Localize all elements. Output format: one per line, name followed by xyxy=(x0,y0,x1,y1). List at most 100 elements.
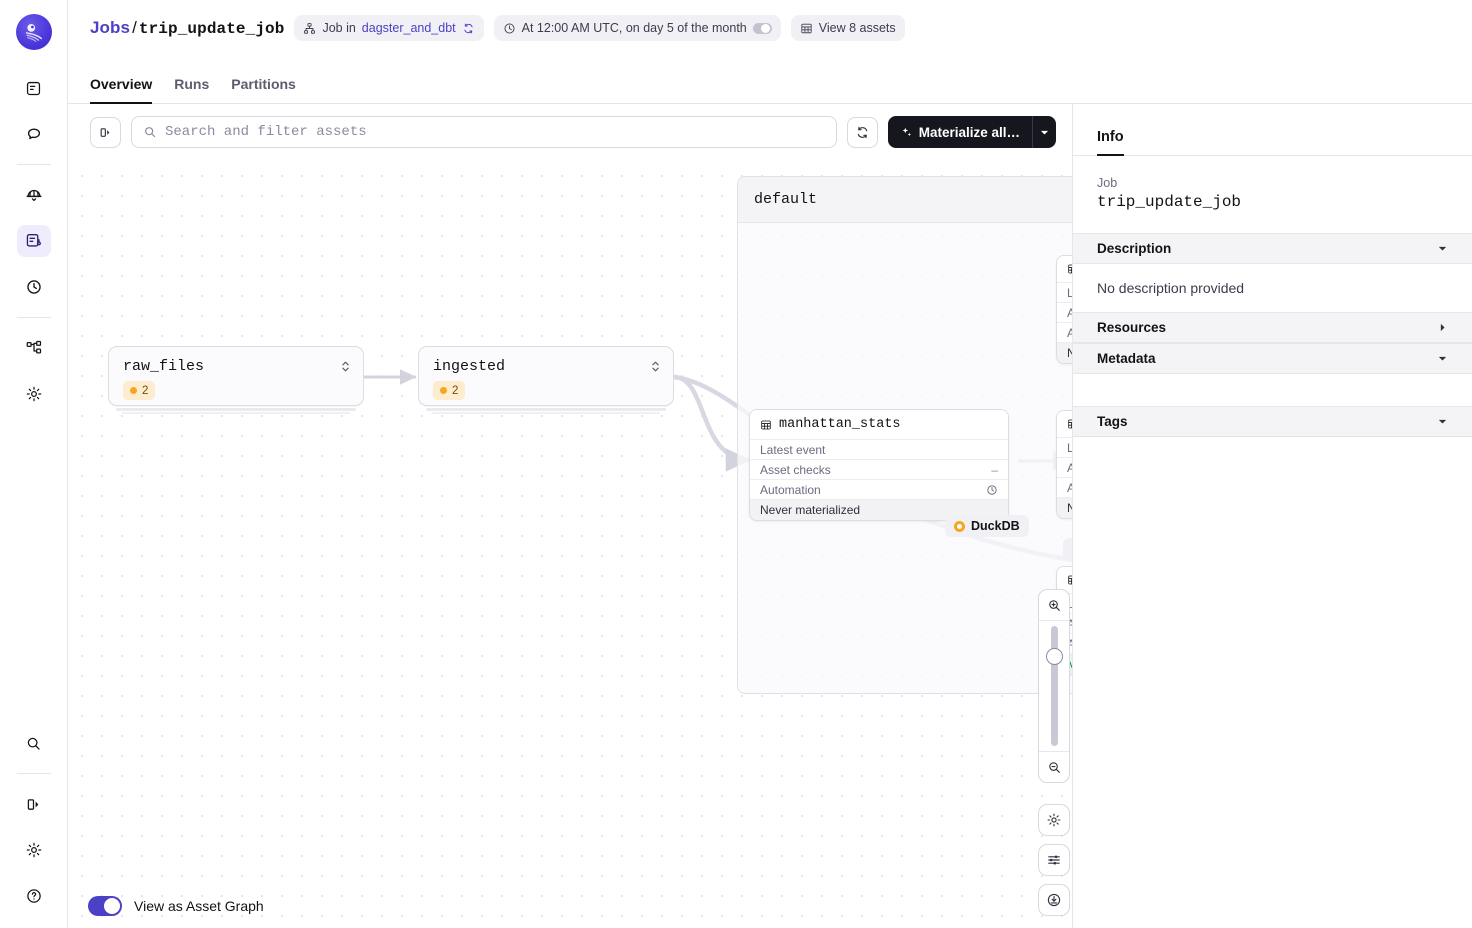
table-icon xyxy=(1067,263,1072,275)
chip-view-assets[interactable]: View 8 assets xyxy=(790,15,905,41)
sidebar-item-jobs[interactable] xyxy=(16,225,51,257)
section-header-metadata[interactable]: Metadata xyxy=(1073,343,1472,374)
chip-job-in-repo[interactable]: Job in dagster_and_dbt xyxy=(294,15,484,41)
chevron-down-icon xyxy=(1437,416,1448,427)
fit-to-view-button[interactable] xyxy=(1038,884,1070,916)
asset-node-offscreen-1[interactable]: L A A N xyxy=(1056,255,1072,364)
status-dot-icon xyxy=(130,387,137,394)
help-icon[interactable] xyxy=(17,880,51,912)
asset-status-footer: N xyxy=(1057,498,1072,518)
section-header-description[interactable]: Description xyxy=(1073,233,1472,264)
asset-node-manhattan-stats[interactable]: manhattan_stats Latest event Asset check… xyxy=(749,409,1009,521)
expand-collapse-icon[interactable] xyxy=(340,360,351,373)
expand-collapse-icon[interactable] xyxy=(650,360,661,373)
chip-schedule[interactable]: At 12:00 AM UTC, on day 5 of the month xyxy=(493,15,781,41)
reload-icon[interactable] xyxy=(462,22,475,35)
tab-runs[interactable]: Runs xyxy=(174,76,210,92)
asset-row-automation[interactable]: Automation xyxy=(750,480,1008,500)
top-header-bar: Jobs/trip_update_job Job in dagster_and_… xyxy=(68,0,1472,56)
zoom-slider-handle[interactable] xyxy=(1045,648,1063,665)
view-as-asset-graph-toggle[interactable]: View as Asset Graph xyxy=(88,896,264,916)
deployment-icon[interactable] xyxy=(17,179,51,211)
repository-icon xyxy=(303,22,316,35)
toggle-sidebar-panel-button[interactable] xyxy=(90,116,121,148)
rail-divider-2 xyxy=(16,317,51,318)
table-icon xyxy=(800,22,813,35)
asset-node-badge-count: 2 xyxy=(142,384,149,397)
asset-row-asset-checks[interactable]: A xyxy=(1057,303,1072,323)
search-icon[interactable] xyxy=(17,727,51,759)
asset-node-offscreen-2[interactable]: L A A N xyxy=(1056,410,1072,519)
tab-partitions[interactable]: Partitions xyxy=(231,76,296,92)
user-settings-gear-icon[interactable] xyxy=(17,834,51,866)
asset-graph-canvas[interactable]: default raw_files 2 ingested xyxy=(68,160,1072,928)
repo-link[interactable]: dagster_and_dbt xyxy=(361,21,456,35)
asset-node-ingested[interactable]: ingested 2 xyxy=(418,346,674,406)
sparkle-icon xyxy=(900,126,913,139)
clock-icon xyxy=(503,22,516,35)
info-side-panel: Info Job trip_update_job Description No … xyxy=(1072,104,1472,928)
schedule-toggle[interactable] xyxy=(752,22,772,34)
graph-filters-button[interactable] xyxy=(1038,844,1070,876)
asset-tag-duckdb-offscreen[interactable] xyxy=(1063,538,1072,560)
asset-node-stack-shadow-2 xyxy=(432,412,660,414)
settings-gear-icon[interactable] xyxy=(17,378,51,410)
asset-node-name: ingested xyxy=(433,358,506,375)
zoom-in-button[interactable] xyxy=(1039,590,1069,620)
materialize-options-caret[interactable] xyxy=(1032,116,1056,148)
schedule-label: At 12:00 AM UTC, on day 5 of the month xyxy=(521,21,747,35)
row-label: A xyxy=(1067,306,1072,320)
search-input-wrapper[interactable] xyxy=(131,116,837,148)
status-dot-icon xyxy=(440,387,447,394)
asset-graph-switch[interactable] xyxy=(88,896,122,916)
collapse-sidebar-icon[interactable] xyxy=(17,788,51,820)
search-input[interactable] xyxy=(165,124,825,140)
asset-node-raw-files[interactable]: raw_files 2 xyxy=(108,346,364,406)
section-title: Metadata xyxy=(1097,351,1156,366)
dagster-logo[interactable] xyxy=(15,14,52,50)
row-label: A xyxy=(1067,481,1072,495)
asset-row-latest-event[interactable]: L xyxy=(1057,438,1072,458)
breadcrumb-jobs-link[interactable]: Jobs xyxy=(90,18,131,37)
materialize-split-button: Materialize all… xyxy=(887,116,1056,148)
section-title: Tags xyxy=(1097,414,1128,429)
breadcrumb-separator: / xyxy=(132,18,137,37)
zoom-out-button[interactable] xyxy=(1039,752,1069,782)
tab-info[interactable]: Info xyxy=(1097,129,1124,156)
asset-row-automation[interactable]: A xyxy=(1057,478,1072,498)
view-assets-label: View 8 assets xyxy=(818,21,896,35)
job-label: Job xyxy=(1097,176,1118,190)
reload-assets-button[interactable] xyxy=(846,116,878,148)
asset-node-badge-count: 2 xyxy=(452,384,459,397)
asset-row-automation[interactable]: A xyxy=(1057,323,1072,343)
section-body-description: No description provided xyxy=(1097,280,1245,296)
materialize-all-button[interactable]: Materialize all… xyxy=(887,116,1032,148)
graph-settings-button[interactable] xyxy=(1038,804,1070,836)
chevron-right-icon xyxy=(1437,322,1448,333)
row-label: A xyxy=(1067,461,1072,475)
graph-toolbar: Materialize all… xyxy=(68,104,1072,160)
job-summary-block: Job trip_update_job xyxy=(1073,156,1472,233)
asset-row-asset-checks[interactable]: Asset checks – xyxy=(750,460,1008,480)
asset-row-asset-checks[interactable]: A xyxy=(1057,458,1072,478)
rail-divider-3 xyxy=(16,773,51,774)
tab-overview[interactable]: Overview xyxy=(90,76,153,104)
asset-tag-duckdb[interactable]: DuckDB xyxy=(945,515,1029,537)
info-panel-header: Info xyxy=(1073,104,1472,156)
job-name-value: trip_update_job xyxy=(1097,193,1242,211)
automation-graph-icon[interactable] xyxy=(17,332,51,364)
asset-row-latest-event[interactable]: L xyxy=(1057,283,1072,303)
rail-divider xyxy=(16,164,51,165)
chevron-down-icon xyxy=(1437,243,1448,254)
section-title: Description xyxy=(1097,241,1172,256)
breadcrumb: Jobs/trip_update_job xyxy=(90,18,284,38)
zoom-slider[interactable] xyxy=(1039,620,1069,752)
chat-icon[interactable] xyxy=(17,118,51,150)
section-header-tags[interactable]: Tags xyxy=(1073,406,1472,437)
zoom-slider-track xyxy=(1050,626,1058,746)
overview-icon[interactable] xyxy=(17,72,51,104)
section-title: Resources xyxy=(1097,320,1167,335)
runs-clock-icon[interactable] xyxy=(17,271,51,303)
asset-row-latest-event[interactable]: Latest event xyxy=(750,440,1008,460)
section-header-resources[interactable]: Resources xyxy=(1073,312,1472,343)
